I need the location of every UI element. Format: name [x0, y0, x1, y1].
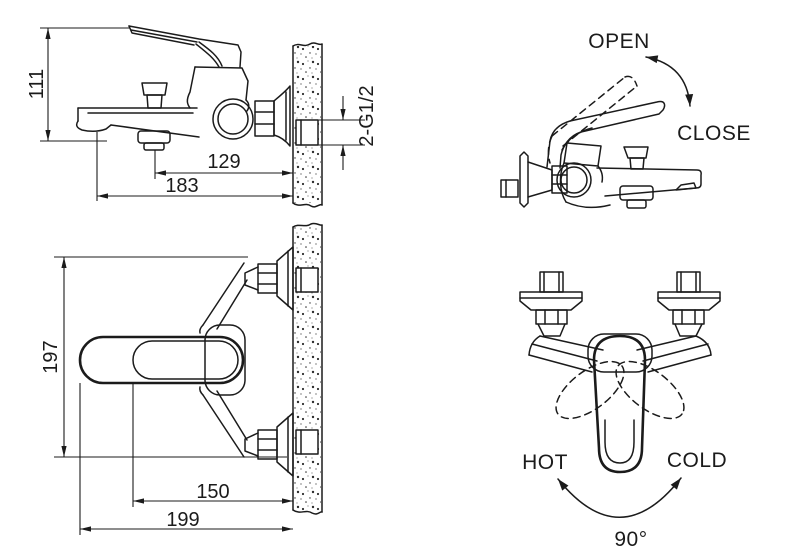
faucet-rotation-body [519, 271, 721, 464]
lever-rotation-outline [592, 334, 647, 474]
dim-spout-to-wall: 129 [207, 151, 240, 173]
lever-swing-positions-dashed [555, 360, 685, 420]
operation-view-drawing: OPEN CLOSE [500, 30, 751, 209]
open-label: OPEN [588, 30, 650, 53]
dim-top-height: 197 [40, 340, 62, 373]
dim-side-height: 111 [26, 69, 48, 99]
wall-pipe-fitting [295, 119, 319, 146]
rotation-view-drawing: HOT COLD 90° [519, 271, 727, 551]
lever-top-outline [78, 335, 245, 385]
faucet-side-body [75, 25, 291, 151]
wall-section-top [292, 222, 323, 515]
rotation-arc-arrow [557, 477, 682, 518]
thread-size-label: 2-G1/2 [356, 85, 378, 146]
side-view-dimensions [40, 27, 365, 201]
dim-total-depth: 183 [165, 175, 198, 197]
dim-spout-center: 150 [196, 481, 229, 503]
wall-section [292, 42, 323, 208]
rotation-angle-label: 90° [614, 528, 647, 551]
side-view-drawing: 111 129 183 2-G1/2 [26, 25, 378, 208]
close-label: CLOSE [677, 122, 751, 145]
cold-label: COLD [667, 449, 727, 472]
top-view-drawing: 197 150 199 [40, 222, 323, 535]
hot-label: HOT [522, 451, 568, 474]
wall-pipe-fitting-bottom [295, 429, 319, 455]
open-close-arrow [645, 55, 694, 107]
faucet-top-body [132, 246, 294, 477]
top-view-dimensions [54, 256, 293, 535]
lever-open-position-dashed [547, 75, 638, 164]
faucet-operation-body [500, 100, 702, 209]
wall-pipe-fitting-top [295, 267, 319, 293]
dim-total-width: 199 [166, 509, 199, 531]
